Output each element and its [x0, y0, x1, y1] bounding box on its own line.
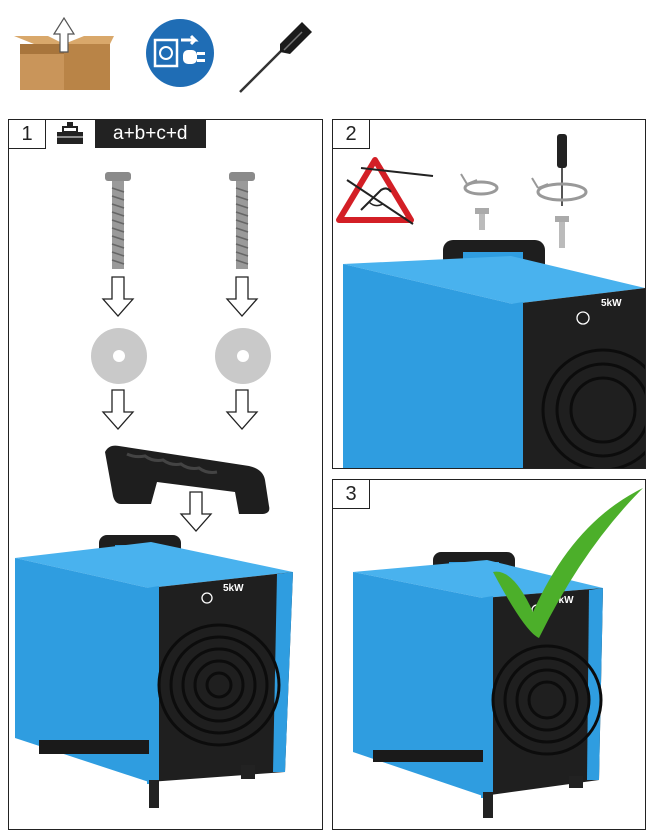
no-power-screwdriver-warning-icon [336, 157, 434, 225]
power-label: 5kW [601, 298, 622, 309]
arrow-down-icon [225, 389, 259, 430]
screw-icon [229, 172, 255, 269]
unpack-box-icon [14, 14, 114, 94]
washer-icon [91, 328, 147, 384]
step-3-panel: 3 5kW [332, 479, 646, 830]
step-1-panel: 1 a+b+c+d [8, 119, 323, 830]
power-label: 5kW [553, 595, 574, 606]
arrow-down-icon [101, 389, 135, 430]
handle-part-icon [105, 445, 270, 514]
heater-illustration: 5kW [343, 240, 645, 468]
heater-illustration: 5kW [15, 535, 293, 808]
step-label: a+b+c+d [95, 120, 206, 148]
checkmark-icon [493, 488, 643, 638]
step-number: 3 [333, 480, 370, 509]
toolbox-icon [53, 122, 87, 146]
heater-illustration: 5kW [353, 552, 603, 818]
step-number: 1 [9, 120, 46, 149]
screwdriver-rotate-icon [531, 134, 588, 248]
arrow-down-icon [101, 276, 135, 317]
step-2-panel: 2 [332, 119, 646, 469]
screw-icon [105, 172, 131, 269]
arrow-down-icon [179, 491, 213, 532]
washer-icon [215, 328, 271, 384]
step-number: 2 [333, 120, 370, 149]
arrow-down-icon [225, 276, 259, 317]
disconnect-plug-icon [145, 18, 215, 88]
screwdriver-icon [236, 20, 316, 96]
rotate-arrow-icon [460, 173, 499, 230]
power-label: 5kW [223, 583, 244, 594]
